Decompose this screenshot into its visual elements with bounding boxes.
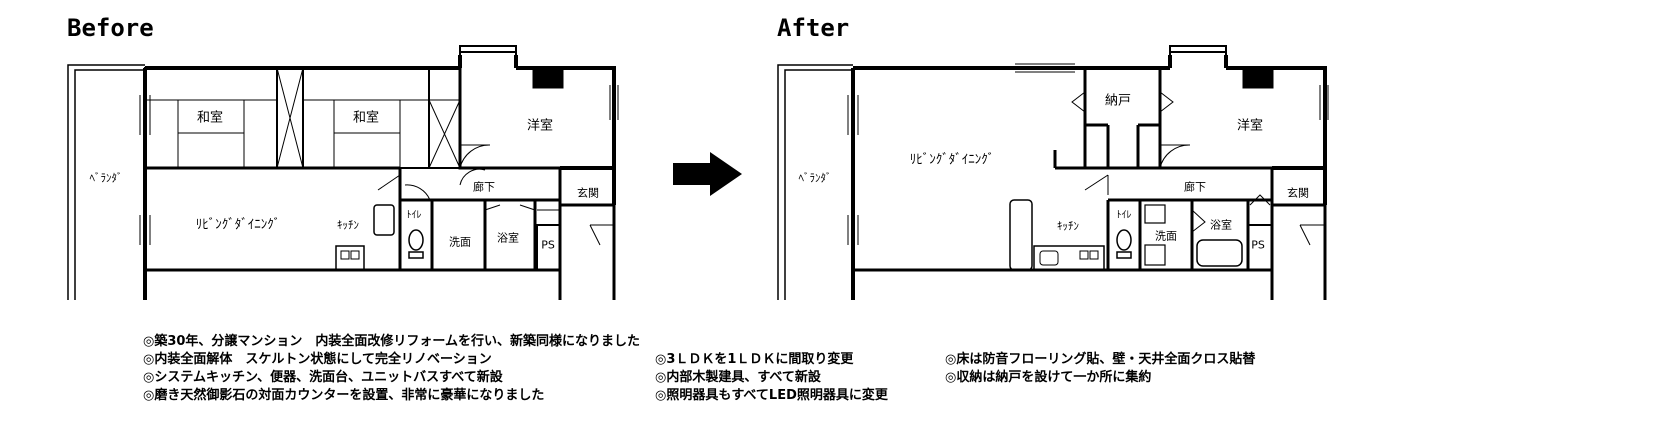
before-ps [536,224,561,271]
note-line: ◎築30年、分譲マンション 内装全面改修リフォームを行い、新築同様になりました [143,334,641,349]
before-washitsu1-label: 和室 [196,110,224,126]
notes-column-2: ◎3ＬＤＫを1ＬＤＫに間取り変更 ◎内部木製建具、すべて新設 ◎照明器具もすべて… [655,351,888,405]
note-line: ◎3ＬＤＫを1ＬＤＫに間取り変更 [655,352,854,367]
before-entry-door [589,224,614,246]
note-line: ◎内部木製建具、すべて新設 [655,370,821,385]
notes-column-1: ◎築30年、分譲マンション 内装全面改修リフォームを行い、新築同様になりました … [143,333,640,405]
after-ps-label: PS [1251,238,1265,252]
after-kitchen-counter [1033,245,1105,271]
before-living-label: ﾘﾋﾞﾝｸﾞﾀﾞｲﾆﾝｸﾞ [195,217,281,233]
after-bathtub [1196,239,1243,267]
after-heading: After [777,14,850,42]
before-kitchen-label: ｷｯﾁﾝ [337,218,359,232]
after-washer [1144,244,1166,266]
after-bay [1169,45,1227,55]
after-toilet-label: ﾄｲﾚ [1116,210,1132,221]
after-senmen-label: 洗面 [1155,229,1177,243]
before-kitchen-door [377,174,401,195]
after-nando-walls [1083,68,1162,168]
after-genkan-label: 玄関 [1287,186,1309,200]
before-heading: Before [67,14,154,42]
note-line: ◎磨き天然御影石の対面カウンターを設置、非常に豪華になりました [143,388,545,403]
before-toilet-bowl [408,229,424,251]
after-plan [777,45,1329,300]
after-ps [1247,224,1273,271]
before-wet-walls [400,168,562,270]
before-windows [139,85,619,245]
after-kitchen-door [1084,174,1109,195]
before-veranda-outline [67,64,145,300]
after-entry-door [1299,224,1325,246]
before-kitchen-counter [335,245,365,271]
before-senmen-label: 洗面 [449,235,471,249]
after-living-label: ﾘﾋﾞﾝｸﾞﾀﾞｲﾆﾝｸﾞ [909,152,995,168]
before-washitsu2-label: 和室 [352,110,380,126]
after-wet-walls [1106,168,1274,270]
after-yokushitsu-label: 浴室 [1210,218,1232,232]
note-line: ◎収納は納戸を設けて一か所に集約 [945,370,1152,385]
before-plan [67,45,619,300]
after-stone-counter [1009,199,1033,271]
before-youshitsu-door [459,144,491,169]
before-corridor-door [404,184,431,201]
after-youshitsu-door [1159,144,1191,169]
before-genkan-walls [560,203,616,300]
before-veranda-label: ﾍﾞﾗﾝﾀﾞ [89,171,123,185]
note-line: ◎システムキッチン、便器、洗面台、ユニットバスすべて新設 [143,370,503,385]
after-kitchen-label: ｷｯﾁﾝ [1057,219,1079,233]
after-veranda-outline [777,64,853,300]
before-rouka-label: 廊下 [473,180,495,194]
before-toilet-label: ﾄｲﾚ [406,210,422,221]
after-windows [847,63,1329,245]
after-nando-doors [1071,91,1174,113]
after-youshitsu-label: 洋室 [1236,118,1264,134]
before-ps-label: PS [541,238,555,252]
before-column [532,67,564,89]
before-exterior-walls [143,55,616,300]
after-nando-label: 納戸 [1104,93,1132,109]
arrow-shape [673,152,742,196]
after-genkan-walls [1272,203,1327,300]
notes-column-3: ◎床は防音フローリング貼、壁・天井全面クロス貼替 ◎収納は納戸を設けて一か所に集… [945,351,1255,387]
before-fridge [373,204,395,236]
note-line: ◎内装全面解体 スケルトン状態にして完全リノベーション [143,352,492,367]
after-exterior-walls [851,55,1327,300]
note-line: ◎照明器具もすべてLED照明器具に変更 [655,388,888,403]
arrow-right [673,152,742,196]
before-bay [459,45,517,55]
after-rouka-label: 廊下 [1184,180,1206,194]
before-yokushitsu-label: 浴室 [497,231,519,245]
after-toilet-bowl [1116,229,1132,251]
after-veranda-label: ﾍﾞﾗﾝﾀﾞ [798,171,832,185]
before-youshitsu-label: 洋室 [526,118,554,134]
note-line: ◎床は防音フローリング貼、壁・天井全面クロス貼替 [945,352,1256,367]
before-closet2 [428,67,461,169]
after-washbasin [1144,204,1166,224]
before-genkan-label: 玄関 [577,186,599,200]
after-column [1242,67,1274,89]
